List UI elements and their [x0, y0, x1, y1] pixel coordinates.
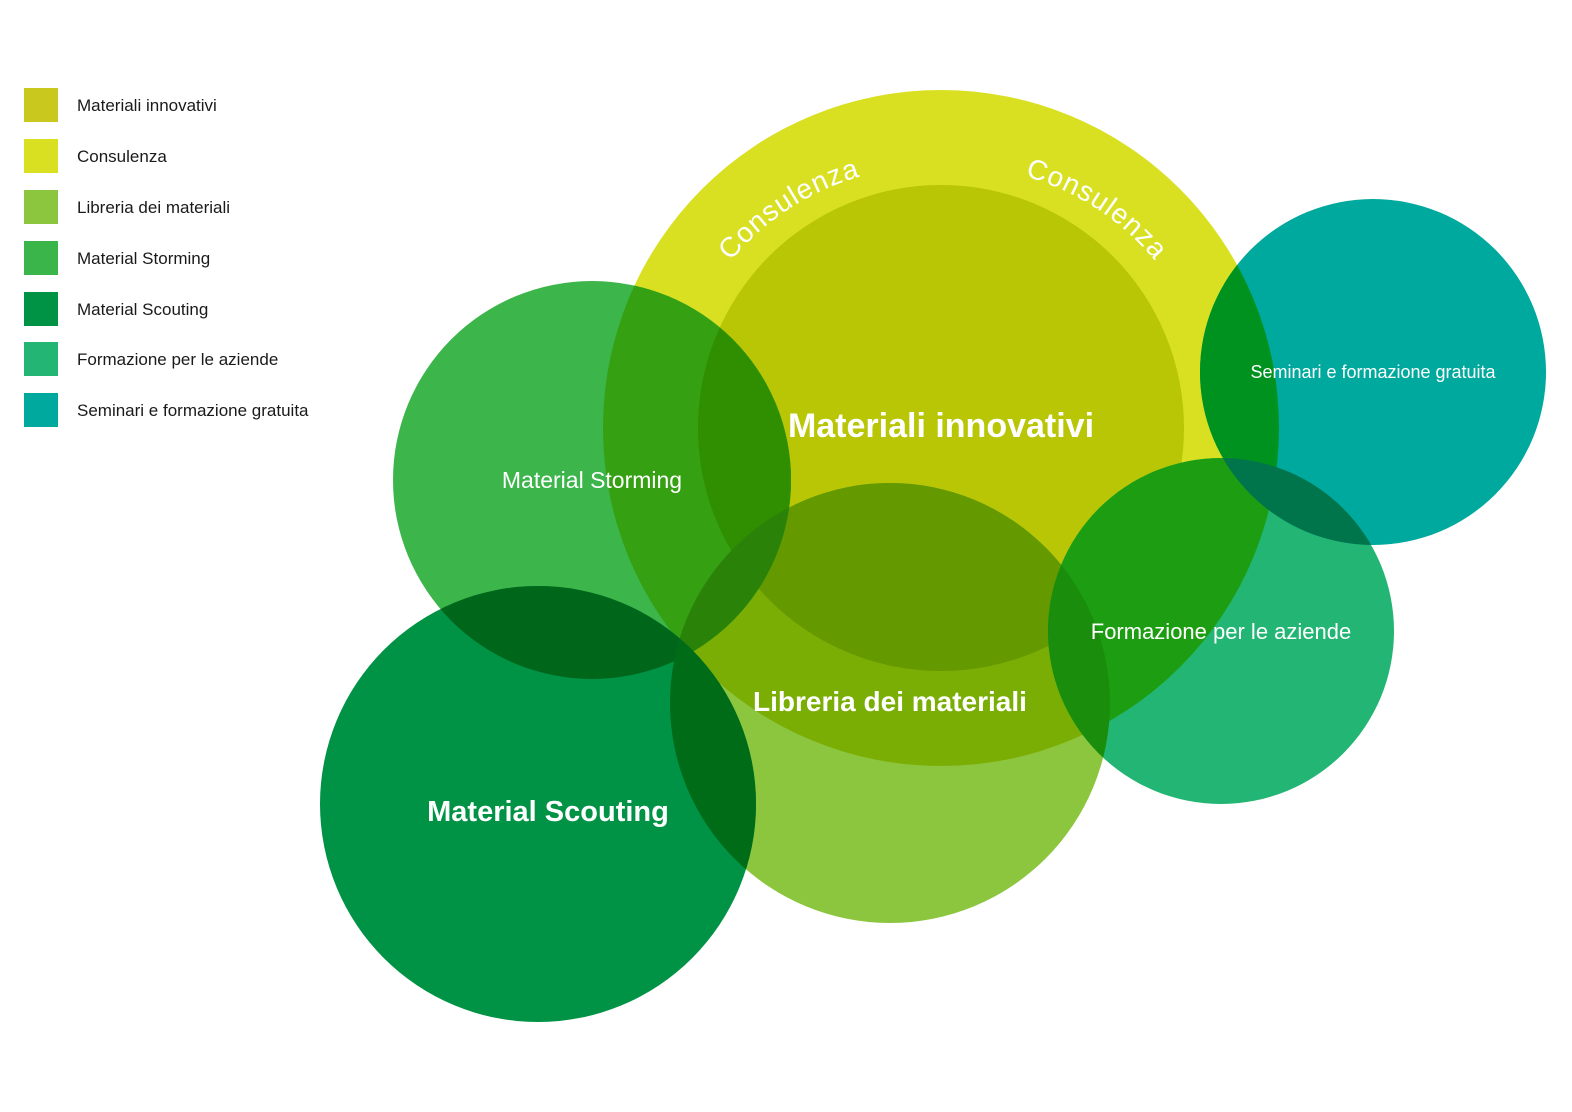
legend-label: Formazione per le aziende	[77, 350, 279, 369]
legend-item-seminari: Seminari e formazione gratuita	[24, 393, 364, 427]
label-materiali-innovativi: Materiali innovativi	[788, 407, 1094, 445]
legend-item-material-storming: Material Storming	[24, 241, 364, 275]
legend-swatch	[24, 241, 58, 275]
legend-label: Libreria dei materiali	[77, 198, 231, 217]
legend-label: Material Storming	[77, 249, 211, 268]
legend-swatch	[24, 139, 58, 173]
legend-label: Material Scouting	[77, 300, 209, 319]
label-material-scouting: Material Scouting	[427, 796, 669, 828]
label-seminari: Seminari e formazione gratuita	[1250, 362, 1496, 382]
legend-item-consulenza: Consulenza	[24, 139, 364, 173]
legend-item-libreria: Libreria dei materiali	[24, 190, 364, 224]
legend-item-materiali-innovativi: Materiali innovativi	[24, 88, 364, 122]
legend-swatch	[24, 88, 58, 122]
legend-label: Consulenza	[77, 147, 167, 166]
legend-label: Seminari e formazione gratuita	[77, 401, 309, 420]
overlap-storming-consulenza	[603, 281, 791, 679]
circle-seminari	[1200, 199, 1546, 545]
legend-item-formazione: Formazione per le aziende	[24, 342, 364, 376]
label-libreria: Libreria dei materiali	[753, 686, 1027, 717]
legend-swatch	[24, 292, 58, 326]
legend-swatch	[24, 342, 58, 376]
legend-swatch	[24, 190, 58, 224]
legend-label: Materiali innovativi	[77, 96, 217, 115]
overlap-libreria-innovativi	[698, 483, 1110, 671]
circle-material-scouting	[320, 586, 756, 1022]
label-formazione: Formazione per le aziende	[1091, 619, 1351, 644]
legend-swatch	[24, 393, 58, 427]
legend-item-material-scouting: Material Scouting	[24, 292, 364, 326]
label-material-storming: Material Storming	[502, 467, 682, 493]
